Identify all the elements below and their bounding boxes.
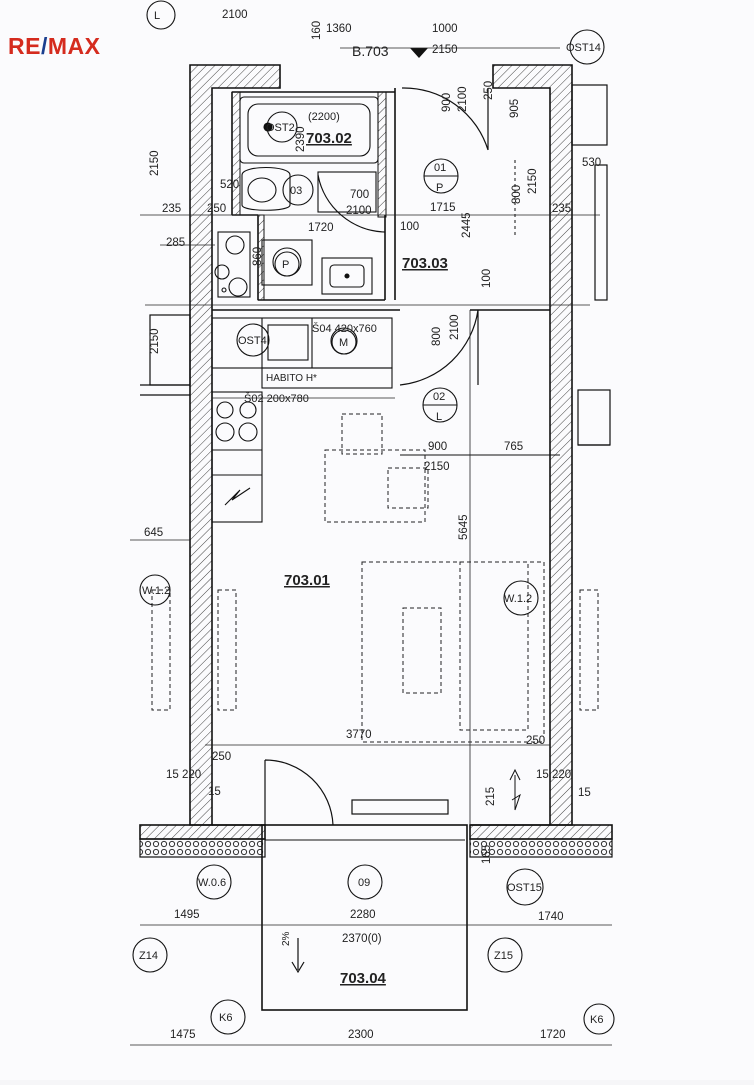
dim: 15 <box>208 786 221 798</box>
insulation-left <box>139 838 266 858</box>
dim: 165 <box>481 845 493 864</box>
dim: 520 <box>220 179 239 191</box>
room-label-main: 703.01 <box>284 572 330 589</box>
dim: 900 <box>428 441 447 453</box>
dimension-lines <box>130 47 612 1046</box>
tag-ost4: OST4 <box>238 335 267 347</box>
dim: 765 <box>504 441 523 453</box>
dim: 2150 <box>432 44 458 56</box>
dim: 1475 <box>170 1029 196 1041</box>
logo-text-max: MAX <box>47 33 101 59</box>
dim: 2100 <box>449 314 461 340</box>
tag-circles <box>132 0 615 1035</box>
dim: 2390 <box>295 126 307 152</box>
dim: 5645 <box>458 514 470 540</box>
dim: 15 220 <box>166 769 201 781</box>
dim: 2280 <box>350 909 376 921</box>
dim: 2100 <box>346 205 372 217</box>
dining-set <box>151 413 599 743</box>
label-s04: Š04 420x760 <box>312 322 377 335</box>
dim: 2150 <box>149 328 161 354</box>
dim: 860 <box>252 247 264 266</box>
dim: 3770 <box>346 729 372 741</box>
tag-z15: Z15 <box>494 950 513 962</box>
tag-ost15: OST15 <box>507 882 542 894</box>
dim: 700 <box>350 189 369 201</box>
dim: 900 <box>441 93 453 112</box>
dim: 645 <box>144 527 163 539</box>
tag-03: 03 <box>290 185 302 197</box>
dim: 2300 <box>348 1029 374 1041</box>
label-habito: HABITO H* <box>266 373 317 384</box>
dim: 2150 <box>424 461 450 473</box>
tag-ost2: OST2 <box>266 122 295 134</box>
tag-01: 01 <box>434 162 446 174</box>
room-label-hall: 703.03 <box>402 255 448 272</box>
dim: 250 <box>526 735 545 747</box>
tag-p: P <box>282 259 289 271</box>
tag-01-side: P <box>436 182 443 194</box>
tag-w12-right: W.1.2 <box>504 593 532 605</box>
room-label-balcony: 703.04 <box>340 970 387 987</box>
bath-prefix: (2200) <box>308 111 340 123</box>
dim: 250 <box>483 81 495 100</box>
section-marker-icon <box>410 48 428 58</box>
tag-k6-left: K6 <box>219 1012 232 1024</box>
room-label-bath: 703.02 <box>306 130 352 147</box>
logo-text-re: RE <box>8 33 41 59</box>
dim: 800 <box>431 327 443 346</box>
label-s02: Š02 200x780 <box>244 392 309 405</box>
tag-z14: Z14 <box>139 950 158 962</box>
dim: 1720 <box>308 222 334 234</box>
tag-l-top: L <box>154 10 160 22</box>
tag-w06: W.0.6 <box>198 877 226 889</box>
dim: 905 <box>509 99 521 118</box>
dim: 235 <box>552 203 571 215</box>
dim: 1360 <box>326 23 352 35</box>
dim: 1740 <box>538 911 564 923</box>
dim: 2150 <box>149 150 161 176</box>
dim: 1000 <box>432 23 458 35</box>
dim: 1715 <box>430 202 456 214</box>
dim: 250 <box>212 751 231 763</box>
bathroom-fixtures <box>214 96 379 298</box>
dim: 800 <box>511 185 523 204</box>
dim: 2100 <box>222 9 248 21</box>
neighbour-units <box>140 84 611 446</box>
dim: 15 <box>578 787 591 799</box>
dim: 235 <box>162 203 181 215</box>
dim: 215 <box>485 787 497 806</box>
insulation-right <box>469 838 613 858</box>
dim: 15 220 <box>536 769 571 781</box>
section-label: B.703 <box>352 43 389 59</box>
tag-w12-left: W.1.2 <box>142 585 170 597</box>
dim: 100 <box>400 221 419 233</box>
tag-02-side: L <box>436 411 442 423</box>
balcony <box>261 824 468 1011</box>
dim: 250 <box>207 203 226 215</box>
kitchen-units <box>211 317 393 523</box>
tag-ost14: OST14 <box>566 42 601 54</box>
dim: 1720 <box>540 1029 566 1041</box>
radiator <box>351 799 449 815</box>
logo-slash: / <box>40 33 48 59</box>
tag-m: M <box>339 337 348 349</box>
dim: 1495 <box>174 909 200 921</box>
dim: 2150 <box>527 168 539 194</box>
label-slope: 2% <box>281 931 292 946</box>
dim: 2100 <box>457 86 469 112</box>
dim: 160 <box>311 21 323 40</box>
remax-logo: RE/MAX <box>8 33 100 60</box>
dim: 100 <box>481 269 493 288</box>
tag-02: 02 <box>433 391 445 403</box>
dim: 285 <box>166 237 185 249</box>
tag-09: 09 <box>358 877 370 889</box>
tag-k6-right: K6 <box>590 1014 603 1026</box>
dim: 2370(0) <box>342 933 382 945</box>
dim: 2445 <box>461 212 473 238</box>
dim: 530 <box>582 157 601 169</box>
